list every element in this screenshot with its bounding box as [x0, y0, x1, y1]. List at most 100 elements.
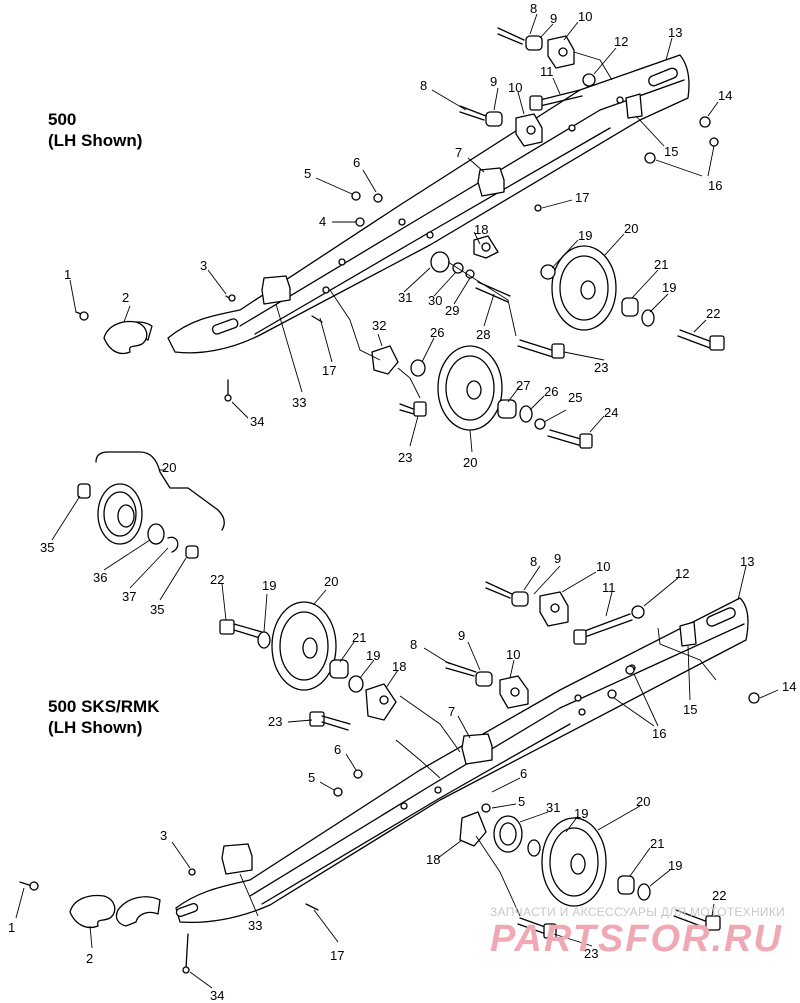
callout-13: 13 — [740, 554, 754, 569]
callout-34: 34 — [250, 414, 264, 429]
heading-sks-side: (LH Shown) — [48, 718, 143, 737]
callout-23: 23 — [398, 450, 412, 465]
callout-3: 3 — [160, 828, 167, 843]
watermark-logo: PARTSFOR.RU — [490, 918, 783, 960]
callout-10: 10 — [596, 559, 610, 574]
callout-23: 23 — [584, 946, 598, 961]
callout-20: 20 — [324, 574, 338, 589]
callout-21: 21 — [650, 836, 664, 851]
callout-9: 9 — [550, 11, 557, 26]
callout-23: 23 — [268, 714, 282, 729]
watermark-tagline: ЗАПЧАСТИ И АКСЕССУАРЫ ДЛЯ МОТОТЕХНИКИ — [490, 905, 786, 919]
upper-bumper-33 — [261, 275, 291, 305]
callout-10: 10 — [578, 9, 592, 24]
callout-33: 33 — [248, 918, 262, 933]
callout-11: 11 — [540, 64, 554, 79]
callout-35: 35 — [40, 540, 54, 555]
lower-bumper-33 — [221, 843, 253, 875]
lower-rail-assembly — [19, 581, 760, 974]
callout-16: 16 — [652, 726, 666, 741]
callout-24: 24 — [604, 405, 618, 420]
callout-6: 6 — [520, 766, 527, 781]
lower-slide-rail — [175, 597, 749, 924]
callout-19: 19 — [574, 806, 588, 821]
callout-7: 7 — [448, 704, 455, 719]
callout-19: 19 — [262, 578, 276, 593]
callout-18: 18 — [426, 852, 440, 867]
callout-34: 34 — [210, 988, 224, 1003]
callout-14: 14 — [782, 679, 796, 694]
callout-22: 22 — [712, 888, 726, 903]
callout-19: 19 — [578, 228, 592, 243]
callout-21: 21 — [654, 257, 668, 272]
callout-4: 4 — [319, 214, 326, 229]
upper-slide-rail — [167, 54, 690, 354]
callout-1: 1 — [8, 920, 15, 935]
heading-500-model: 500 — [48, 110, 77, 129]
callout-8: 8 — [530, 1, 537, 16]
callout-10: 10 — [508, 80, 522, 95]
callout-18: 18 — [474, 222, 488, 237]
callout-22: 22 — [210, 572, 224, 587]
callout-36: 36 — [93, 570, 107, 585]
callout-8: 8 — [530, 554, 537, 569]
lower-rail-tip — [115, 896, 161, 927]
callout-3: 3 — [200, 258, 207, 273]
lower-callouts: 22 19 20 21 19 8 9 10 11 12 13 8 9 10 18… — [8, 551, 796, 1003]
heading-500: 500 (LH Shown) — [48, 109, 142, 151]
callout-16: 16 — [708, 178, 722, 193]
callout-35: 35 — [150, 602, 164, 617]
callout-22: 22 — [706, 306, 720, 321]
callout-29: 29 — [445, 303, 459, 318]
upper-idler-wheel-20b — [437, 345, 503, 431]
callout-28: 28 — [476, 327, 490, 342]
callout-19: 19 — [662, 280, 676, 295]
callout-14: 14 — [718, 88, 732, 103]
heading-500-side: (LH Shown) — [48, 131, 143, 150]
callout-9: 9 — [554, 551, 561, 566]
callout-5: 5 — [308, 770, 315, 785]
callout-23: 23 — [594, 360, 608, 375]
callout-20: 20 — [624, 221, 638, 236]
upper-bumper-7 — [477, 167, 505, 197]
callout-17: 17 — [330, 948, 344, 963]
callout-33: 33 — [292, 395, 306, 410]
callout-20: 20 — [463, 455, 477, 470]
heading-sks-model: 500 SKS/RMK — [48, 697, 160, 716]
callout-6: 6 — [334, 742, 341, 757]
upper-idler-wheel-20a — [551, 245, 617, 331]
callout-31: 31 — [398, 290, 412, 305]
callout-15: 15 — [683, 702, 697, 717]
callout-13: 13 — [668, 25, 682, 40]
upper-rail-assembly — [75, 27, 725, 449]
callout-2: 2 — [86, 951, 93, 966]
lower-idler-wheel-20b — [541, 817, 607, 907]
heading-500-sks-rmk: 500 SKS/RMK (LH Shown) — [48, 696, 159, 738]
callout-27: 27 — [516, 378, 530, 393]
callout-18: 18 — [392, 659, 406, 674]
callout-26: 26 — [430, 325, 444, 340]
callout-12: 12 — [675, 566, 689, 581]
callout-20: 20 — [636, 794, 650, 809]
callout-15: 15 — [664, 144, 678, 159]
callout-32: 32 — [372, 318, 386, 333]
upper-callouts: 8 9 10 13 12 11 8 9 10 14 15 16 7 5 6 4 … — [64, 1, 732, 470]
lower-idler-wheel-20a — [271, 601, 337, 691]
callout-6: 6 — [353, 155, 360, 170]
callout-19: 19 — [366, 648, 380, 663]
callout-21: 21 — [352, 630, 366, 645]
wheel-detail: 20 35 36 37 35 — [40, 451, 225, 617]
callout-10: 10 — [506, 647, 520, 662]
callout-9: 9 — [490, 74, 497, 89]
callout-11: 11 — [602, 580, 616, 595]
callout-2: 2 — [122, 290, 129, 305]
callout-31: 31 — [546, 800, 560, 815]
callout-5: 5 — [518, 794, 525, 809]
callout-20: 20 — [162, 460, 176, 475]
callout-12: 12 — [614, 34, 628, 49]
callout-26: 26 — [544, 384, 558, 399]
callout-8: 8 — [420, 78, 427, 93]
callout-17: 17 — [322, 363, 336, 378]
callout-1: 1 — [64, 267, 71, 282]
